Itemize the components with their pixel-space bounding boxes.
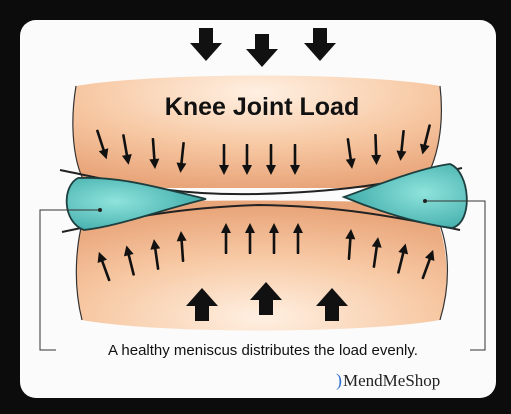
brand-logo: ) MendMeShop	[336, 370, 440, 391]
brand-name: MendMeShop	[343, 371, 440, 390]
diagram-caption: A healthy meniscus distributes the load …	[108, 342, 418, 359]
diagram-title: Knee Joint Load	[165, 93, 359, 121]
brand-mark-icon: )	[336, 370, 342, 391]
meniscus-left-dot	[98, 208, 102, 212]
meniscus-right-dot	[423, 199, 427, 203]
